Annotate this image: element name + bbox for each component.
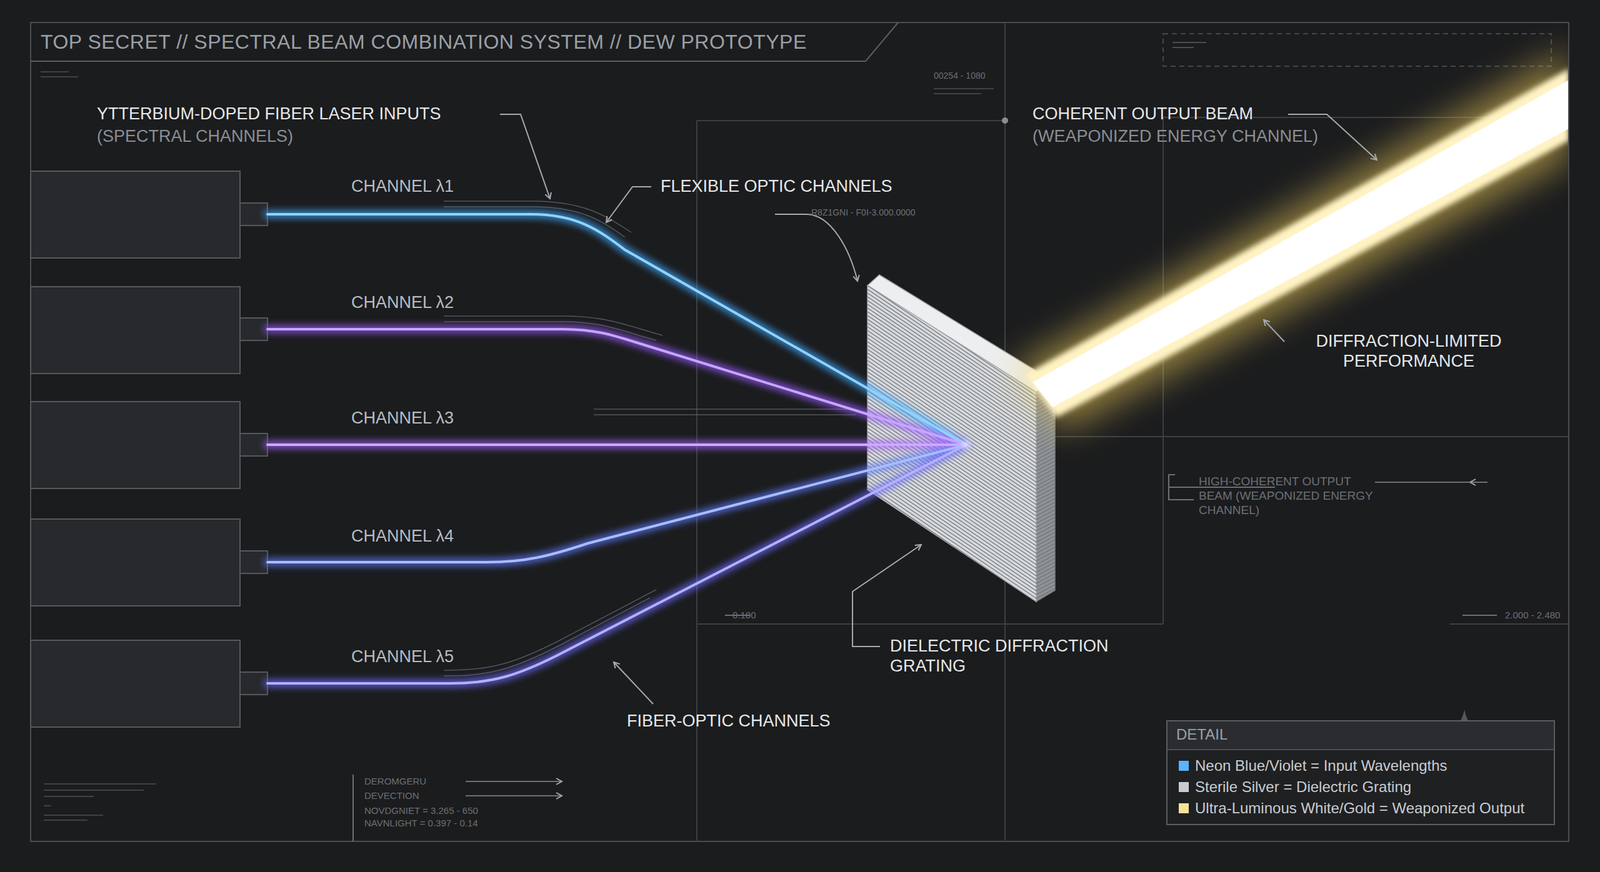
spec-note: DEVECTION bbox=[364, 790, 420, 802]
grating-groove bbox=[867, 278, 1037, 393]
label: YTTERBIUM-DOPED FIBER LASER INPUTS bbox=[96, 103, 442, 124]
legend-swatch bbox=[1178, 803, 1189, 814]
title: TOP SECRET // SPECTRAL BEAM COMBINATION … bbox=[40, 30, 807, 54]
legend-row: Sterile Silver = Dielectric Grating bbox=[1167, 776, 1554, 799]
spec-note: R8Z1GNI - F0I-3.000.0000 bbox=[811, 207, 916, 219]
legend-row: Neon Blue/Violet = Input Wavelengths bbox=[1167, 755, 1554, 777]
spec-note: HIGH-COHERENT OUTPUT BEAM (WEAPONIZED EN… bbox=[1198, 475, 1387, 518]
grating-groove bbox=[867, 510, 1037, 625]
label: FLEXIBLE OPTIC CHANNELS bbox=[660, 176, 893, 197]
grating-groove bbox=[867, 488, 1037, 603]
grating-groove bbox=[867, 503, 1037, 618]
label: FIBER-OPTIC CHANNELS bbox=[626, 711, 831, 732]
grating-edge-groove bbox=[1036, 600, 1055, 610]
legend-panel: DETAIL Neon Blue/Violet = Input Wavelengt… bbox=[1166, 720, 1555, 826]
channel-label: CHANNEL λ4 bbox=[351, 526, 454, 547]
label: DIFFRACTION-LIMITED PERFORMANCE bbox=[1290, 331, 1528, 372]
grating-groove bbox=[867, 285, 1037, 400]
grating-groove bbox=[867, 360, 1037, 475]
channel-label: CHANNEL λ1 bbox=[351, 176, 454, 197]
grating-groove bbox=[867, 484, 1037, 599]
grating-groove bbox=[867, 311, 1037, 427]
grating-groove bbox=[867, 458, 1037, 573]
label: (SPECTRAL CHANNELS) bbox=[96, 126, 294, 147]
grating-groove bbox=[867, 371, 1037, 487]
grating-edge-groove bbox=[1036, 603, 1055, 614]
spec-note: DEROMGERU bbox=[364, 776, 427, 788]
grating-groove bbox=[867, 300, 1037, 415]
grating-groove bbox=[867, 281, 1037, 397]
label: DIELECTRIC DIFFRACTION GRATING bbox=[890, 636, 1128, 677]
dimension: 2.000 - 2.480 bbox=[1505, 610, 1560, 622]
grating-groove bbox=[867, 480, 1037, 595]
grating-groove bbox=[867, 289, 1037, 404]
grating-groove bbox=[867, 536, 1037, 652]
grating-edge-groove bbox=[1036, 596, 1055, 607]
spec-note: NOVDGNIET = 3.265 - 650 bbox=[364, 805, 479, 817]
grating-groove bbox=[867, 334, 1037, 449]
grating-groove bbox=[867, 296, 1037, 412]
grating-groove bbox=[867, 499, 1037, 614]
grating-groove bbox=[867, 454, 1037, 569]
grating-groove bbox=[867, 521, 1037, 637]
legend-text: Ultra-Luminous White/Gold = Weaponized O… bbox=[1195, 800, 1525, 818]
grating-groove bbox=[867, 495, 1037, 610]
grating-groove bbox=[867, 525, 1037, 640]
grating-groove bbox=[867, 473, 1037, 588]
legend-swatch bbox=[1178, 761, 1189, 772]
channel-label: CHANNEL λ5 bbox=[351, 646, 454, 667]
grating-groove bbox=[867, 330, 1037, 445]
grating-groove bbox=[867, 559, 1037, 674]
spec-note: NAVNLIGHT = 0.397 - 0.14 bbox=[364, 818, 479, 830]
grating-edge-groove bbox=[1036, 592, 1055, 603]
spec-note: 00254 - 1080 bbox=[933, 70, 986, 82]
grating-groove bbox=[867, 315, 1037, 430]
grating-groove bbox=[867, 518, 1037, 633]
legend-header: DETAIL bbox=[1167, 721, 1554, 751]
grating-groove bbox=[867, 529, 1037, 644]
grating-groove bbox=[867, 619, 1037, 734]
legend-row: Ultra-Luminous White/Gold = Weaponized O… bbox=[1167, 798, 1554, 820]
grating-groove bbox=[867, 514, 1037, 629]
legend-swatch bbox=[1178, 782, 1189, 793]
grating-groove bbox=[867, 491, 1037, 607]
grating-edge-groove bbox=[1036, 588, 1055, 599]
grating-groove bbox=[867, 413, 1037, 528]
label: (WEAPONIZED ENERGY CHANNEL) bbox=[1032, 126, 1319, 147]
grating-groove bbox=[867, 476, 1037, 592]
legend-title: DETAIL bbox=[1167, 721, 1237, 749]
channel-label: CHANNEL λ3 bbox=[351, 408, 454, 429]
grating-groove bbox=[867, 533, 1037, 648]
channel-label: CHANNEL λ2 bbox=[351, 292, 454, 313]
grating-groove bbox=[867, 319, 1037, 434]
dimension: 0.100 bbox=[732, 610, 757, 622]
grating-groove bbox=[867, 293, 1037, 408]
legend-text: Sterile Silver = Dielectric Grating bbox=[1195, 778, 1412, 797]
label: COHERENT OUTPUT BEAM bbox=[1032, 103, 1254, 124]
legend-text: Neon Blue/Violet = Input Wavelengths bbox=[1195, 757, 1448, 775]
